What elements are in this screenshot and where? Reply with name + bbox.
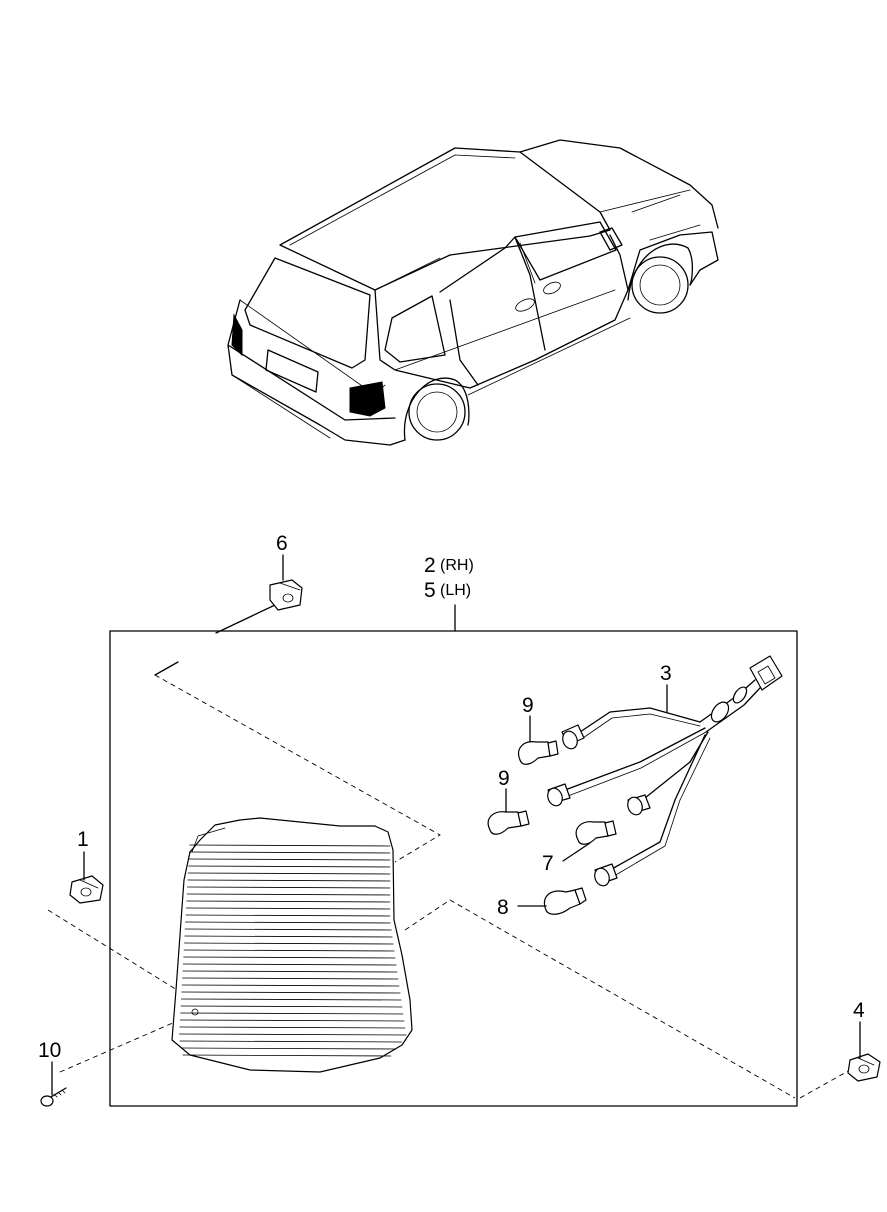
lens-rib <box>182 963 397 966</box>
assembly-frame <box>109 630 798 1107</box>
lens-rib <box>183 956 396 959</box>
lens-rib <box>181 991 401 994</box>
bulb-9-lower <box>487 810 530 835</box>
bulb-9-upper <box>518 740 559 765</box>
callout-3: 3 <box>660 662 672 685</box>
lens-rib <box>185 921 391 924</box>
lens-rib <box>182 977 399 980</box>
callout-8: 8 <box>497 896 509 919</box>
screw-10 <box>40 1087 67 1107</box>
callout-2: 2 <box>424 554 436 577</box>
clip-4 <box>847 1053 881 1082</box>
lens-rib <box>184 942 394 945</box>
vehicle-illustration <box>227 139 719 446</box>
callout-9-upper: 9 <box>522 694 534 717</box>
callout-2-side: (RH) <box>440 557 474 574</box>
lens-rib <box>180 998 402 1001</box>
lens-rib <box>179 1019 405 1022</box>
lens-rib <box>179 1033 407 1036</box>
lens-rib <box>187 886 391 889</box>
callout-6: 6 <box>276 532 288 555</box>
callout-9-lower: 9 <box>498 767 510 790</box>
socket-1 <box>561 724 585 750</box>
clip-1 <box>69 875 104 904</box>
lens-rib <box>181 1047 397 1050</box>
lens-rib <box>179 1040 402 1043</box>
assembly-guide-lines <box>47 604 851 1099</box>
lens-rib <box>188 851 391 854</box>
lens-rib <box>179 1026 406 1029</box>
lens-rib <box>182 1054 392 1057</box>
callout-5: 5 <box>424 579 436 602</box>
socket-2 <box>547 783 571 807</box>
lens-rib <box>188 858 391 861</box>
lens-rib <box>187 872 391 875</box>
socket-3 <box>627 794 651 816</box>
lens-rib <box>185 914 391 917</box>
callout-1: 1 <box>77 828 89 851</box>
lens-rib <box>180 1005 403 1008</box>
lens-rib <box>188 865 391 868</box>
lens-rib <box>189 844 391 847</box>
lens-rib <box>186 900 391 903</box>
lens-rib <box>187 879 391 882</box>
lens-rib <box>184 928 392 931</box>
tail-lamp-lens <box>171 817 413 1073</box>
callout-leaders <box>51 554 861 1096</box>
lens-rib <box>180 1012 404 1015</box>
lens-rib <box>181 984 400 987</box>
lens-rib <box>183 949 395 952</box>
wiring-harness <box>547 655 783 887</box>
socket-4 <box>594 863 618 887</box>
callout-10: 10 <box>38 1039 61 1062</box>
clip-6 <box>269 579 303 611</box>
lens-rib <box>182 970 398 973</box>
lens-rib <box>184 935 393 938</box>
callout-4: 4 <box>853 999 865 1022</box>
bulb-8 <box>543 887 587 915</box>
lens-rib <box>186 893 391 896</box>
callout-7: 7 <box>542 852 554 875</box>
bulb-7 <box>575 820 617 845</box>
callout-5-side: (LH) <box>440 582 471 599</box>
lens-rib <box>185 907 391 910</box>
